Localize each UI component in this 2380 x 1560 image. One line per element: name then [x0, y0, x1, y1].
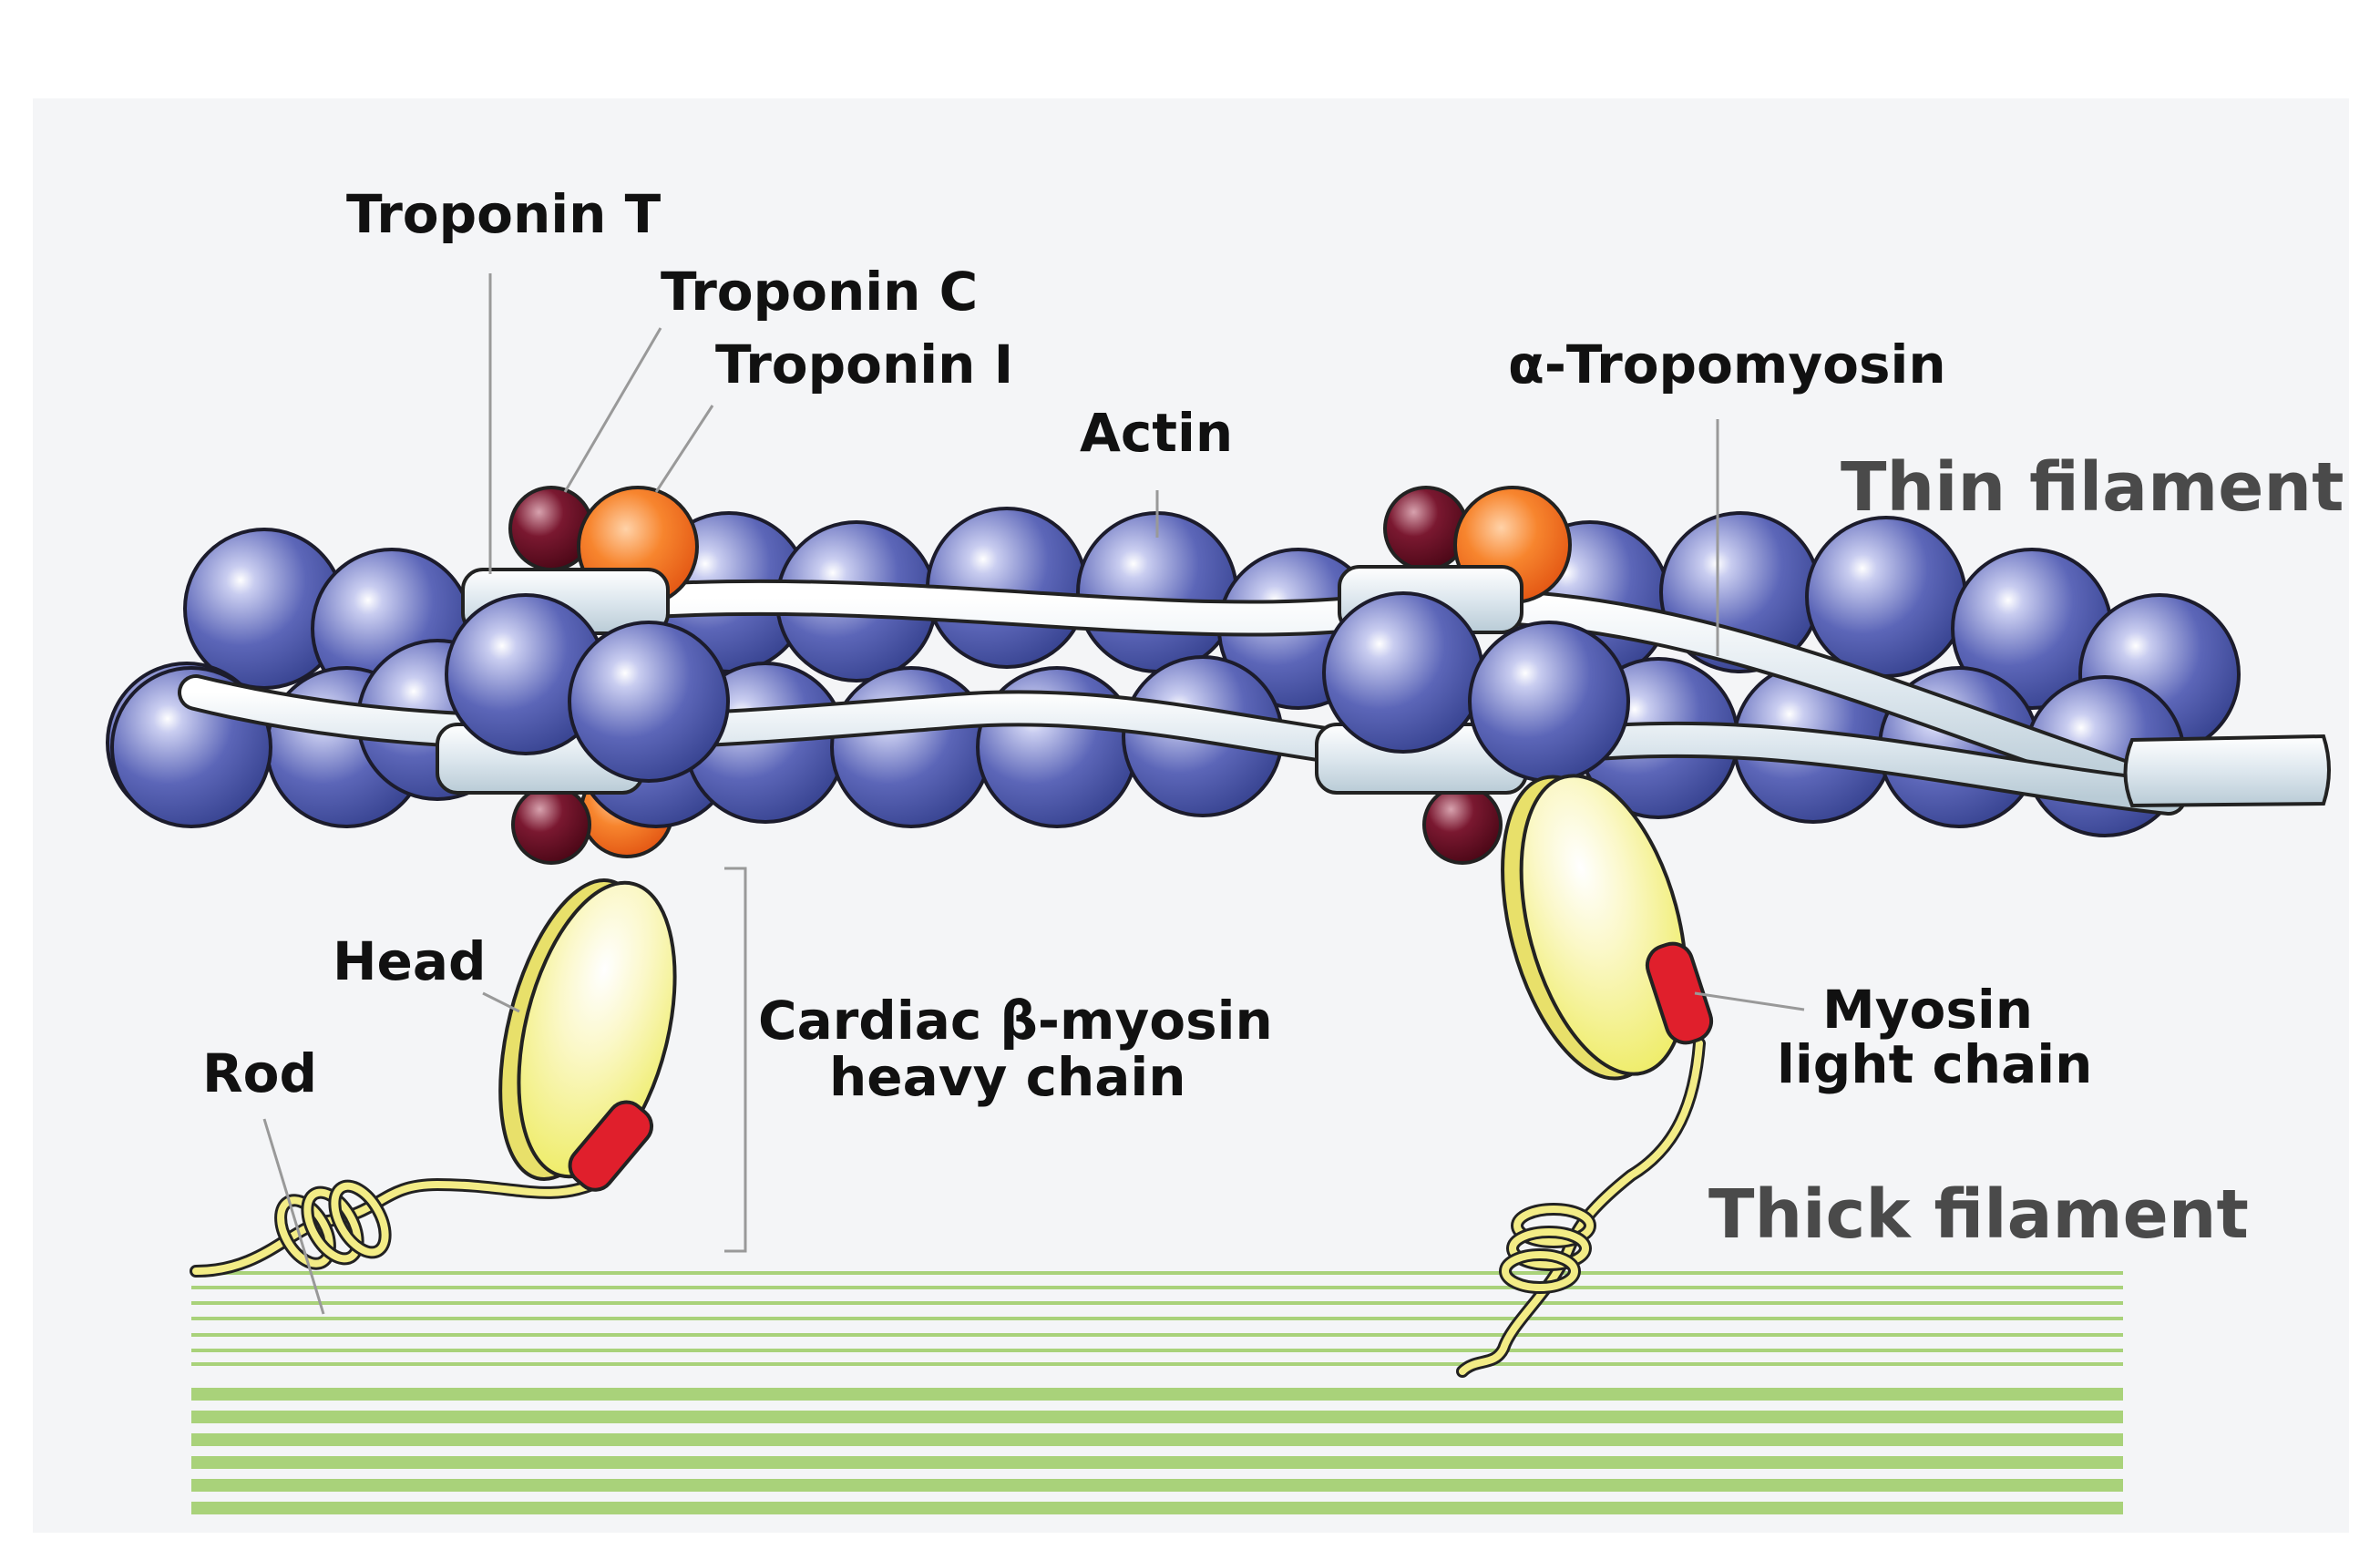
- actin-subunit: [1468, 621, 1630, 783]
- myosin-head-right: [1519, 774, 1688, 1076]
- actin-subunit: [568, 621, 730, 783]
- troponin-complex-bottom-right: [1422, 785, 1503, 865]
- label-troponin-c: Troponin C: [661, 261, 978, 323]
- label-actin: Actin: [1080, 402, 1233, 464]
- myosin-light-chain-right: [1645, 941, 1714, 1045]
- leader-rod: [262, 1118, 325, 1315]
- label-light-chain-line2: light chain: [1777, 1033, 2092, 1095]
- myosin-rod-coil-right: [1499, 1203, 1596, 1294]
- heavy-chain-bracket: [724, 867, 747, 1253]
- actin-strand-overlay: [445, 591, 1630, 783]
- troponin-complex-top-left: [508, 486, 699, 608]
- leader-head: [482, 991, 520, 1013]
- myosin-molecule-right: [1456, 774, 1714, 1378]
- tropomyosin-end-cap: [2123, 734, 2331, 808]
- actin-subunit: [1322, 591, 1484, 754]
- labels: Troponin T Troponin C Troponin I Actin α…: [202, 183, 2344, 1254]
- label-head: Head: [333, 930, 487, 992]
- label-thin-filament: Thin filament: [1841, 448, 2344, 527]
- label-light-chain-line1: Myosin: [1822, 979, 2033, 1041]
- leader-troponin-c: [563, 327, 662, 493]
- actin-subunit: [1805, 516, 1967, 678]
- label-troponin-i: Troponin I: [715, 334, 1013, 395]
- label-heavy-chain-line1: Cardiac β-myosin: [758, 990, 1273, 1052]
- myosin-light-chain-left: [568, 1100, 654, 1192]
- label-thick-filament: Thick filament: [1708, 1175, 2249, 1254]
- thick-filament-lines: [191, 1271, 2123, 1514]
- label-heavy-chain-line2: heavy chain: [829, 1046, 1186, 1108]
- leader-lines: [262, 273, 1805, 1315]
- leader-troponin-i: [654, 405, 714, 493]
- actin-subunit: [830, 666, 992, 828]
- label-tropomyosin: α-Tropomyosin: [1508, 334, 1946, 395]
- leader-light-chain: [1694, 991, 1805, 1011]
- troponin-c-blob-bottom-left: [511, 785, 591, 865]
- label-troponin-t: Troponin T: [346, 183, 662, 245]
- myosin-rod-coil-left: [274, 1179, 392, 1270]
- troponin-c-blob-bottom-right: [1422, 785, 1503, 865]
- label-rod: Rod: [202, 1042, 317, 1104]
- myosin-molecule-left: [190, 878, 677, 1278]
